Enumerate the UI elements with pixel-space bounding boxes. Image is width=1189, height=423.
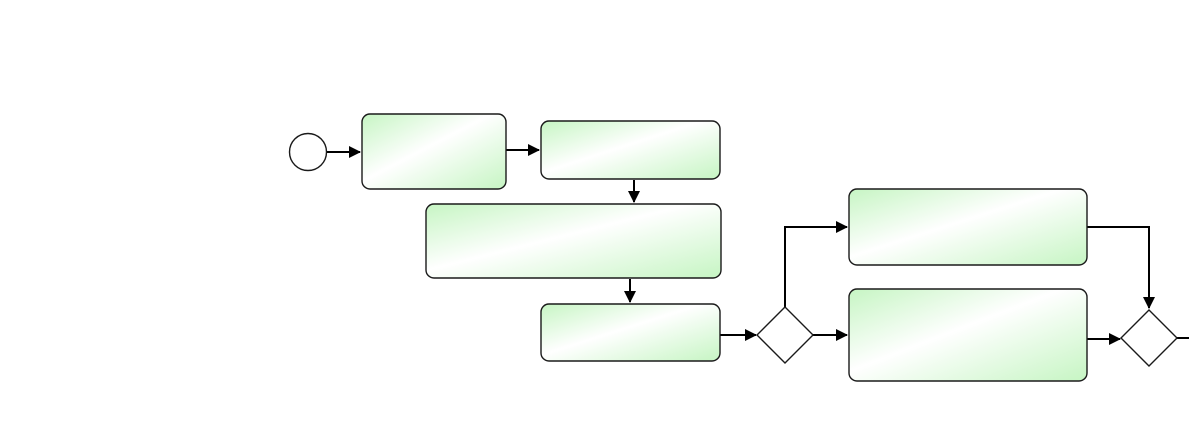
join-gateway[interactable] xyxy=(1120,309,1178,367)
connectors xyxy=(327,144,1189,345)
split-gateway[interactable] xyxy=(756,306,814,364)
task-3[interactable] xyxy=(425,203,722,279)
task-2[interactable] xyxy=(540,120,721,180)
task-1[interactable] xyxy=(361,113,507,190)
edge-split-task5 xyxy=(784,221,848,307)
task-4[interactable] xyxy=(540,303,721,362)
task-5[interactable] xyxy=(848,188,1088,266)
edge-task5-join xyxy=(1087,226,1155,309)
start-event[interactable] xyxy=(288,132,328,172)
task-6[interactable] xyxy=(848,288,1088,382)
